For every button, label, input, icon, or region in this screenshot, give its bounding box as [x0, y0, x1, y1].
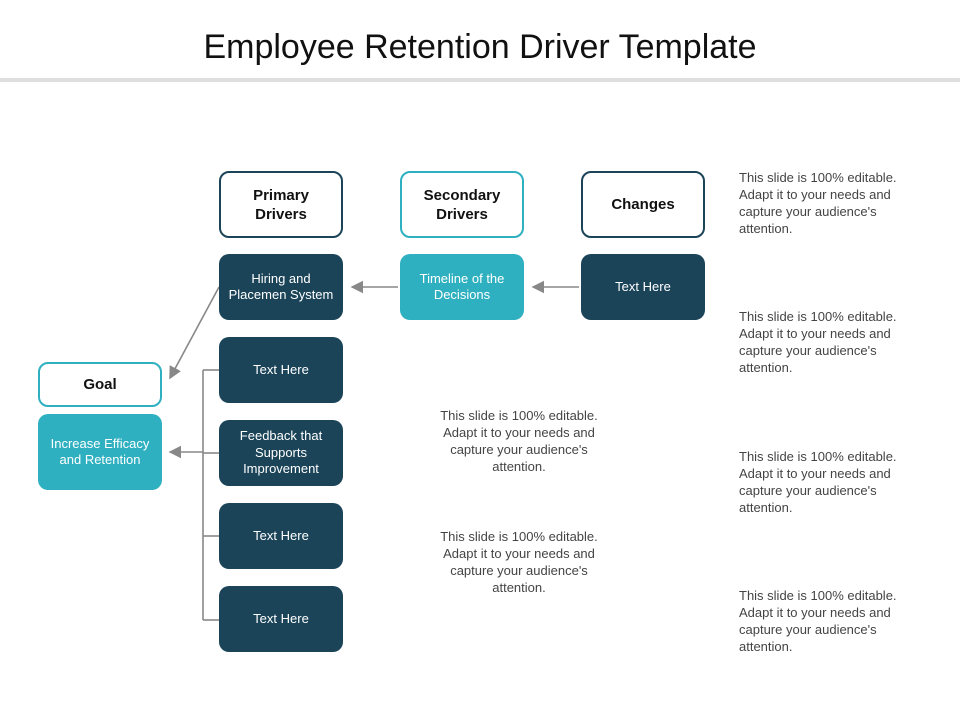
primary-driver-3: Feedback that Supports Improvement [219, 420, 343, 486]
right-note-4: This slide is 100% editable. Adapt it to… [739, 588, 897, 654]
right-note-3: This slide is 100% editable. Adapt it to… [739, 449, 897, 515]
changes-header: Changes [581, 171, 705, 238]
secondary-drivers-header: Secondary Drivers [400, 171, 524, 238]
change-1: Text Here [581, 254, 705, 320]
secondary-driver-1: Timeline of the Decisions [400, 254, 524, 320]
primary-drivers-header: Primary Drivers [219, 171, 343, 238]
right-note-1: This slide is 100% editable. Adapt it to… [739, 170, 897, 236]
center-note-2: This slide is 100% editable. Adapt it to… [440, 529, 598, 595]
arrow-hiring-to-goal [169, 286, 220, 380]
primary-driver-1: Hiring and Placemen System [219, 254, 343, 320]
goal-box: Increase Efficacy and Retention [38, 414, 162, 490]
right-note-2: This slide is 100% editable. Adapt it to… [739, 309, 897, 375]
primary-driver-4: Text Here [219, 503, 343, 569]
title-divider [0, 78, 960, 82]
page-title: Employee Retention Driver Template [203, 28, 757, 66]
primary-driver-5: Text Here [219, 586, 343, 652]
goal-header: Goal [38, 362, 162, 407]
primary-driver-2: Text Here [219, 337, 343, 403]
center-note-1: This slide is 100% editable. Adapt it to… [440, 408, 598, 474]
